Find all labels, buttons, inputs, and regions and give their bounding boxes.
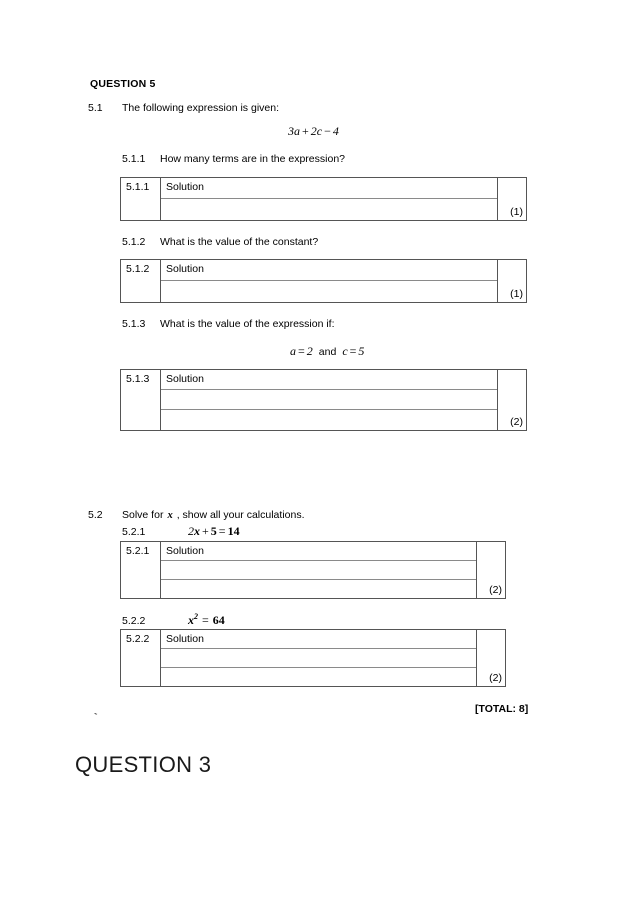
answer-table-label-5-2-2: 5.2.2	[121, 630, 161, 686]
item-number-5-1-3: 5.1.3	[122, 318, 146, 330]
marks-value: (2)	[489, 584, 502, 596]
cond-conjunction: and	[318, 346, 337, 358]
prompt-5-1-3: What is the value of the expression if:	[160, 318, 335, 330]
expr-term1-var: a	[294, 124, 300, 138]
item-number-5-2-2: 5.2.2	[122, 615, 146, 627]
expr-term2-coef: 2	[310, 124, 317, 138]
cond-eq2: =	[349, 344, 357, 358]
answer-table-label-5-1-3: 5.1.3	[121, 370, 161, 430]
answer-table-marks-5-2-2: (2)	[477, 630, 505, 686]
equation-5-2-2: x2 =64	[188, 612, 225, 628]
answer-table-lines-5-2-1[interactable]: Solution	[161, 542, 477, 598]
marks-value: (2)	[510, 416, 523, 428]
item-number-5-1: 5.1	[88, 102, 103, 114]
expr-op2: −	[324, 124, 331, 138]
eq522-rhs: 64	[212, 613, 225, 627]
answer-blank-line[interactable]	[161, 649, 476, 668]
answer-table-5-2-2[interactable]: 5.2.2 Solution (2)	[120, 629, 506, 687]
prompt-5-2-var: x	[167, 510, 173, 521]
answer-table-lines-5-1-3[interactable]: Solution	[161, 370, 498, 430]
cond-eq1: =	[298, 344, 305, 358]
solution-header-5-2-2: Solution	[161, 630, 476, 649]
answer-blank-line[interactable]	[161, 281, 497, 302]
total-marks-label: [TOTAL: 8]	[475, 703, 529, 715]
answer-table-marks-5-1-1: (1)	[498, 178, 526, 220]
answer-table-lines-5-1-2[interactable]: Solution	[161, 260, 498, 302]
answer-blank-line[interactable]	[161, 580, 476, 598]
answer-table-5-2-1[interactable]: 5.2.1 Solution (2)	[120, 541, 506, 599]
prompt-5-1: The following expression is given:	[122, 102, 279, 114]
answer-table-lines-5-1-1[interactable]: Solution	[161, 178, 498, 220]
answer-blank-line[interactable]	[161, 199, 497, 220]
prompt-5-2-pre: Solve for	[122, 509, 164, 521]
cond-var1: a	[290, 344, 296, 358]
marks-value: (1)	[510, 288, 523, 300]
clipped-heading-remnant: QUESTION 3	[90, 713, 210, 718]
item-number-5-2: 5.2	[88, 509, 103, 521]
eq521-const: 5	[210, 524, 217, 538]
solution-header-5-1-2: Solution	[161, 260, 497, 281]
answer-blank-line[interactable]	[161, 668, 476, 686]
answer-table-label-5-1-1: 5.1.1	[121, 178, 161, 220]
eq522-var: x	[188, 613, 194, 627]
eq522-exponent: 2	[194, 612, 198, 621]
solution-header-5-1-3: Solution	[161, 370, 497, 390]
eq521-rhs: 14	[227, 524, 240, 538]
eq521-equals: =	[218, 524, 226, 538]
answer-table-marks-5-2-1: (2)	[477, 542, 505, 598]
answer-table-marks-5-1-2: (1)	[498, 260, 526, 302]
answer-table-lines-5-2-2[interactable]: Solution	[161, 630, 477, 686]
cond-var2: c	[342, 344, 348, 358]
marks-value: (1)	[510, 206, 523, 218]
answer-table-5-1-3[interactable]: 5.1.3 Solution (2)	[120, 369, 527, 431]
cond-val1: 2	[306, 344, 313, 358]
answer-blank-line[interactable]	[161, 561, 476, 580]
cond-val2: 5	[358, 344, 365, 358]
next-question-heading: QUESTION 3	[75, 752, 212, 777]
eq521-var: x	[194, 524, 200, 538]
prompt-5-1-1: How many terms are in the expression?	[160, 153, 345, 165]
answer-table-label-5-1-2: 5.1.2	[121, 260, 161, 302]
prompt-5-2-post: , show all your calculations.	[176, 509, 305, 521]
item-number-5-2-1: 5.2.1	[122, 526, 146, 538]
eq521-coef: 2	[188, 524, 194, 538]
answer-table-marks-5-1-3: (2)	[498, 370, 526, 430]
expr-term1-coef: 3	[288, 124, 294, 138]
item-number-5-1-2: 5.1.2	[122, 236, 146, 248]
item-number-5-1-1: 5.1.1	[122, 153, 146, 165]
answer-table-5-1-1[interactable]: 5.1.1 Solution (1)	[120, 177, 527, 221]
equation-5-2-1: 2x+5=14	[188, 524, 240, 539]
answer-blank-line[interactable]	[161, 390, 497, 410]
expr-term2-var: c	[316, 124, 323, 138]
prompt-5-1-2: What is the value of the constant?	[160, 236, 319, 248]
expr-op1: +	[302, 124, 309, 138]
eq522-equals: =	[202, 613, 209, 627]
expression-5-1: 3a+2c−4	[288, 124, 339, 139]
answer-table-5-1-2[interactable]: 5.1.2 Solution (1)	[120, 259, 527, 303]
solution-header-5-1-1: Solution	[161, 178, 497, 199]
expr-term3: 4	[332, 124, 339, 138]
answer-blank-line[interactable]	[161, 410, 497, 430]
eq521-op: +	[202, 524, 209, 538]
page-title: QUESTION 5	[90, 78, 156, 90]
marks-value: (2)	[489, 672, 502, 684]
answer-table-label-5-2-1: 5.2.1	[121, 542, 161, 598]
solution-header-5-2-1: Solution	[161, 542, 476, 561]
